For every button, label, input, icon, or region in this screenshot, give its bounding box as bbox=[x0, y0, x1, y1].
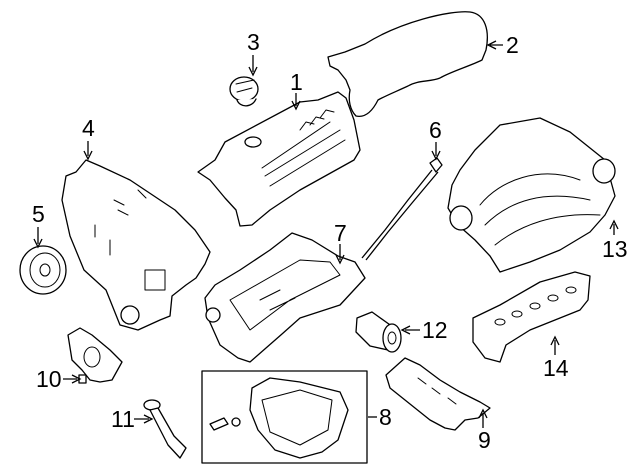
callout-14: 14 bbox=[543, 335, 569, 381]
part-lower-intake-manifold[interactable] bbox=[472, 271, 591, 363]
callout-label-2: 2 bbox=[506, 32, 519, 58]
callout-3: 3 bbox=[247, 29, 260, 77]
part-crankshaft-pulley[interactable] bbox=[19, 245, 67, 295]
callout-label-10: 10 bbox=[36, 366, 62, 392]
callout-9: 9 bbox=[478, 408, 491, 453]
callout-8: 8 bbox=[368, 404, 392, 430]
callout-label-13: 13 bbox=[602, 236, 628, 262]
callout-label-1: 1 bbox=[290, 69, 303, 95]
callout-label-8: 8 bbox=[379, 404, 392, 430]
callout-4: 4 bbox=[82, 115, 95, 161]
part-oil-filter[interactable] bbox=[355, 311, 402, 353]
part-oil-filler-cap[interactable] bbox=[229, 76, 259, 107]
part-valve-cover-gasket[interactable] bbox=[327, 11, 488, 118]
callout-label-6: 6 bbox=[429, 117, 442, 143]
callout-label-9: 9 bbox=[478, 427, 491, 453]
callout-10: 10 bbox=[36, 366, 82, 392]
callout-label-12: 12 bbox=[422, 317, 448, 343]
callout-6: 6 bbox=[429, 117, 442, 161]
part-valve-cover[interactable] bbox=[197, 91, 361, 227]
callout-label-14: 14 bbox=[543, 355, 569, 381]
callout-2: 2 bbox=[486, 32, 519, 58]
callout-5: 5 bbox=[32, 201, 45, 249]
callout-label-7: 7 bbox=[334, 220, 347, 246]
callout-13: 13 bbox=[602, 219, 628, 262]
callout-label-11: 11 bbox=[111, 406, 135, 432]
part-lower-oil-pan-kit[interactable] bbox=[201, 370, 368, 464]
part-timing-cover[interactable] bbox=[61, 159, 211, 331]
callout-12: 12 bbox=[400, 317, 448, 343]
part-upper-intake-manifold[interactable] bbox=[447, 117, 616, 273]
callout-7: 7 bbox=[334, 220, 347, 265]
part-oil-dipstick[interactable] bbox=[361, 157, 443, 261]
part-oil-pump[interactable] bbox=[67, 327, 123, 384]
callout-11: 11 bbox=[111, 406, 154, 432]
callout-label-3: 3 bbox=[247, 29, 260, 55]
part-upper-oil-pan[interactable] bbox=[204, 232, 366, 363]
part-oil-pickup-tube[interactable] bbox=[143, 399, 187, 459]
part-intake-manifold-gasket[interactable] bbox=[385, 357, 491, 431]
callout-label-4: 4 bbox=[82, 115, 95, 141]
callout-label-5: 5 bbox=[32, 201, 45, 227]
callout-1: 1 bbox=[290, 69, 303, 111]
